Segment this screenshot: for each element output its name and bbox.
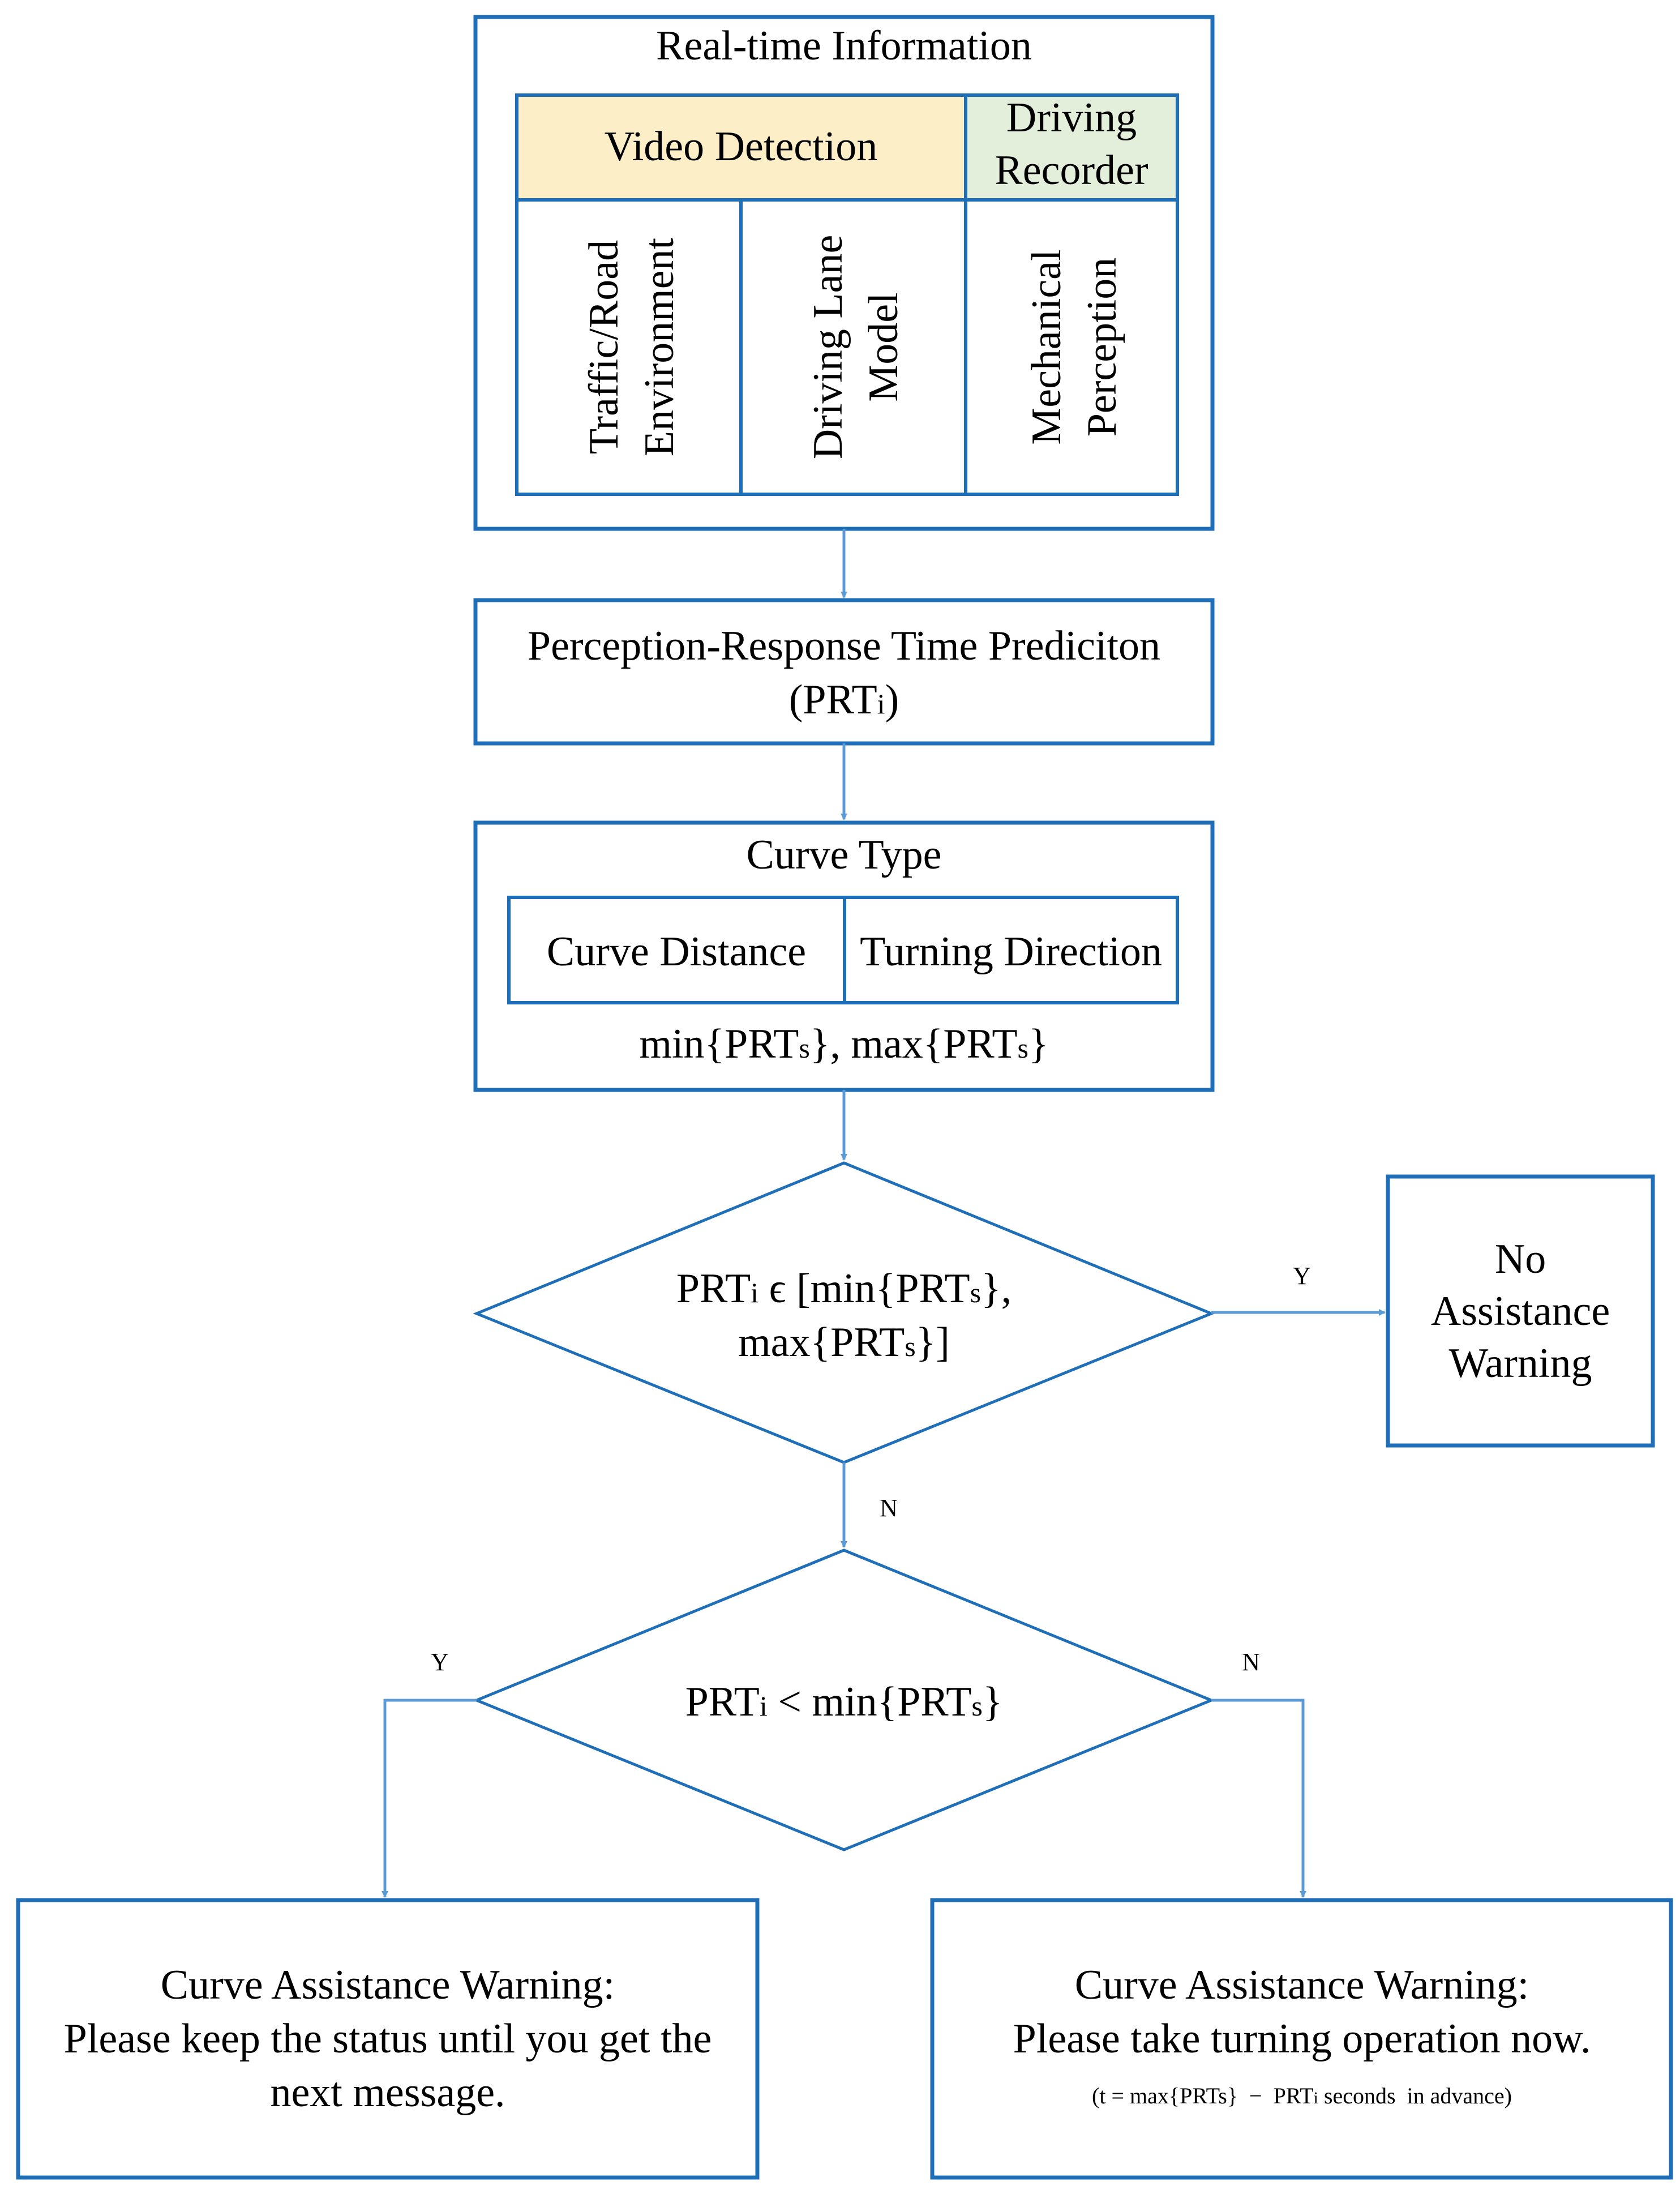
decision1-line2: max{PRTs}]: [738, 1319, 950, 1366]
decision-prt-in-range: PRTi ϵ [min{PRTs}, max{PRTs}]: [473, 1161, 1215, 1464]
decision2-no-label: N: [1242, 1648, 1260, 1676]
curve-warning-turn-now-box: Curve Assistance Warning: Please take tu…: [930, 1898, 1673, 2180]
mechanical-label-line2: Perception: [1079, 258, 1125, 437]
driving-lane-cell: [739, 198, 967, 496]
no-assistance-warning-box: No Assistance Warning: [1386, 1174, 1655, 1448]
video-detection-header: [515, 93, 967, 202]
driving-recorder-label-line1: Driving: [1006, 95, 1137, 141]
curve-distance-label: Curve Distance: [547, 929, 806, 975]
decision1-no-label: N: [880, 1494, 898, 1522]
warning-right-formula: (t = max{PRTs} − PRTi seconds in advance…: [1092, 2083, 1512, 2108]
video-detection-label: Video Detection: [605, 123, 878, 170]
no-warning-line1: No: [1495, 1236, 1546, 1282]
traffic-road-cell: [515, 198, 743, 496]
mechanical-label-line1: Mechanical: [1023, 249, 1070, 444]
decision1-line1: PRTi ϵ [min{PRTs},: [676, 1265, 1012, 1312]
no-warning-line2: Assistance: [1431, 1288, 1610, 1334]
curve-type-title: Curve Type: [747, 832, 942, 878]
prt-prediction-box: Perception-Response Time Prediciton (PRT…: [473, 598, 1215, 746]
warning-left-line3: next message.: [270, 2069, 505, 2116]
curve-type-box: Curve Type Curve Distance Turning Direct…: [473, 820, 1215, 1092]
arrow-decision2-no: [1211, 1699, 1306, 1898]
prt-prediction-title: Perception-Response Time Prediciton: [528, 623, 1160, 669]
prt-prediction-symbol: (PRTi): [789, 677, 899, 723]
decision2-label: PRTi < min{PRTs}: [685, 1679, 1003, 1725]
traffic-road-label-line2: Environment: [636, 237, 683, 456]
arrow-decision2-yes: [382, 1699, 477, 1898]
traffic-road-label-line1: Traffic/Road: [581, 240, 627, 454]
decision1-yes-label: Y: [1293, 1262, 1311, 1290]
realtime-info-box: Real-time Information Video Detection Dr…: [473, 15, 1215, 531]
warning-left-line2: Please keep the status until you get the: [64, 2016, 712, 2062]
driving-lane-label-line2: Model: [860, 292, 907, 401]
mechanical-cell: [964, 198, 1179, 496]
decision-prt-below-min: PRTi < min{PRTs}: [473, 1549, 1215, 1851]
decision2-yes-label: Y: [431, 1648, 449, 1676]
driving-recorder-label-line2: Recorder: [995, 147, 1148, 194]
driving-lane-label-line1: Driving Lane: [805, 235, 851, 460]
warning-right-title: Curve Assistance Warning:: [1075, 1962, 1529, 2008]
curve-prt-range: min{PRTs}, max{PRTs}: [639, 1021, 1048, 1067]
realtime-info-title: Real-time Information: [656, 23, 1032, 69]
turning-direction-label: Turning Direction: [860, 929, 1162, 975]
turning-direction-cell: [843, 896, 1179, 1004]
warning-left-title: Curve Assistance Warning:: [161, 1962, 615, 2008]
no-warning-line3: Warning: [1449, 1340, 1592, 1387]
curve-warning-keep-status-box: Curve Assistance Warning: Please keep th…: [16, 1898, 760, 2180]
warning-right-line2: Please take turning operation now.: [1013, 2016, 1591, 2062]
